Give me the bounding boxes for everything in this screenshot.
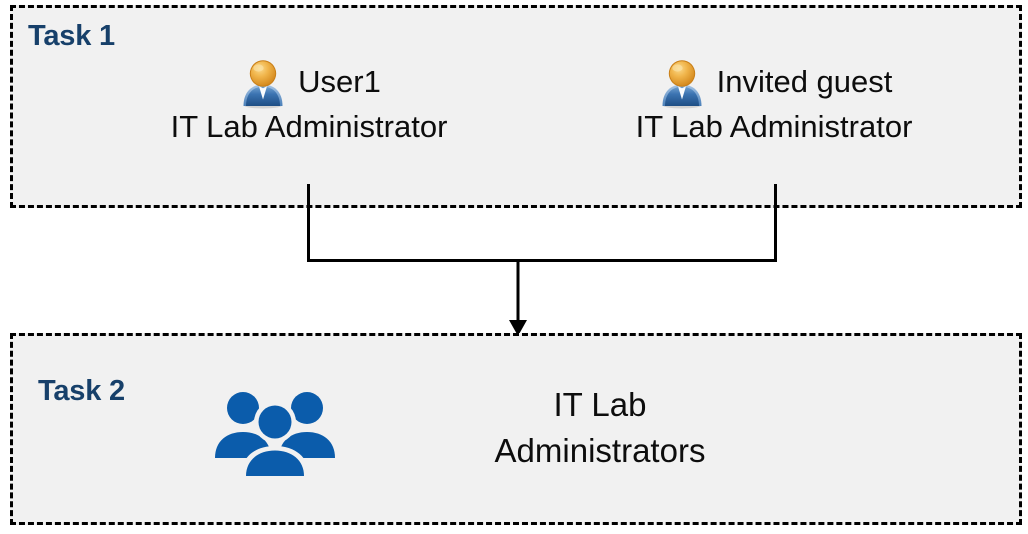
member-name: User1 [298,64,381,99]
member-name: Invited guest [716,64,893,99]
task-1-member-user1: User1 IT Lab Administrator [124,58,494,148]
group-icon [213,386,337,476]
user-icon [656,57,708,109]
user-icon [237,57,289,109]
task-1-member-invited-guest: Invited guest IT Lab Administrator [580,58,968,148]
task-2-container [10,333,1022,525]
member-name-row: Invited guest [580,57,968,109]
member-role: IT Lab Administrator [635,109,913,144]
task-2-label: Task 2 [38,375,125,407]
task-2-group-name: IT Lab Administrators [494,386,706,469]
task-1-container [10,5,1022,208]
task-1-label: Task 1 [28,20,115,52]
member-name-row: User1 [124,57,494,109]
member-role: IT Lab Administrator [170,109,448,144]
